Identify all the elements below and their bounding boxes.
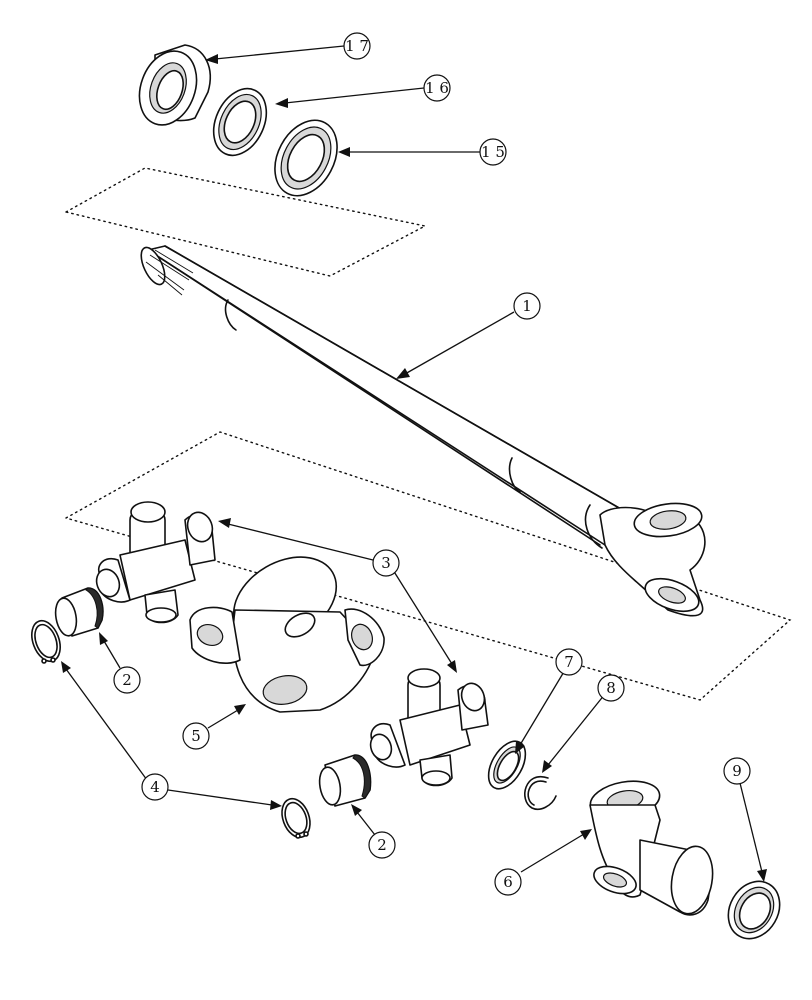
svg-text:1: 1 (522, 297, 532, 315)
callout-5: 5 (182, 722, 210, 750)
split-ring-icon (524, 775, 557, 811)
bearing-icon (138, 44, 212, 126)
universal-joint-cross-icon (95, 501, 216, 624)
svg-text:6: 6 (503, 873, 513, 891)
callout-7: 7 (555, 648, 583, 676)
svg-text:1 7: 1 7 (345, 37, 369, 55)
svg-text:5: 5 (191, 727, 201, 745)
callout-15: 1 5 (479, 138, 507, 166)
svg-text:1 5: 1 5 (481, 143, 505, 161)
seal-icon (727, 880, 781, 940)
svg-text:4: 4 (150, 778, 160, 796)
callout-3: 3 (372, 549, 400, 577)
callout-4: 4 (141, 773, 169, 801)
callout-16: 1 6 (423, 74, 451, 102)
bearing-cap-icon (54, 587, 104, 637)
axle-shaft-icon (140, 245, 706, 617)
upper-dotted-plane (65, 167, 428, 277)
svg-text:2: 2 (377, 836, 387, 854)
callout-8: 8 (597, 674, 625, 702)
callout-17: 1 7 (343, 32, 371, 60)
snap-ring-icon (281, 797, 311, 839)
lower-dotted-plane (65, 431, 792, 701)
svg-text:3: 3 (381, 554, 391, 572)
svg-text:9: 9 (732, 762, 742, 780)
callout-2-upper: 2 (113, 666, 141, 694)
stub-yoke-icon (589, 780, 714, 916)
callout-6: 6 (494, 868, 522, 896)
spacer-ring-icon (487, 740, 527, 790)
callout-9: 9 (723, 757, 751, 785)
center-yoke-icon (189, 556, 385, 713)
inner-seal-icon (212, 87, 268, 157)
leader-lines (61, 45, 767, 882)
svg-text:8: 8 (606, 679, 616, 697)
svg-text:1 6: 1 6 (425, 79, 449, 97)
outer-seal-icon (274, 119, 338, 197)
svg-text:2: 2 (122, 671, 132, 689)
universal-joint-cross-icon (369, 668, 489, 787)
bearing-cap-icon (318, 754, 372, 807)
callout-2-lower: 2 (368, 831, 396, 859)
svg-text:7: 7 (564, 653, 574, 671)
snap-ring-icon (31, 619, 61, 664)
callout-1: 1 (513, 292, 541, 320)
